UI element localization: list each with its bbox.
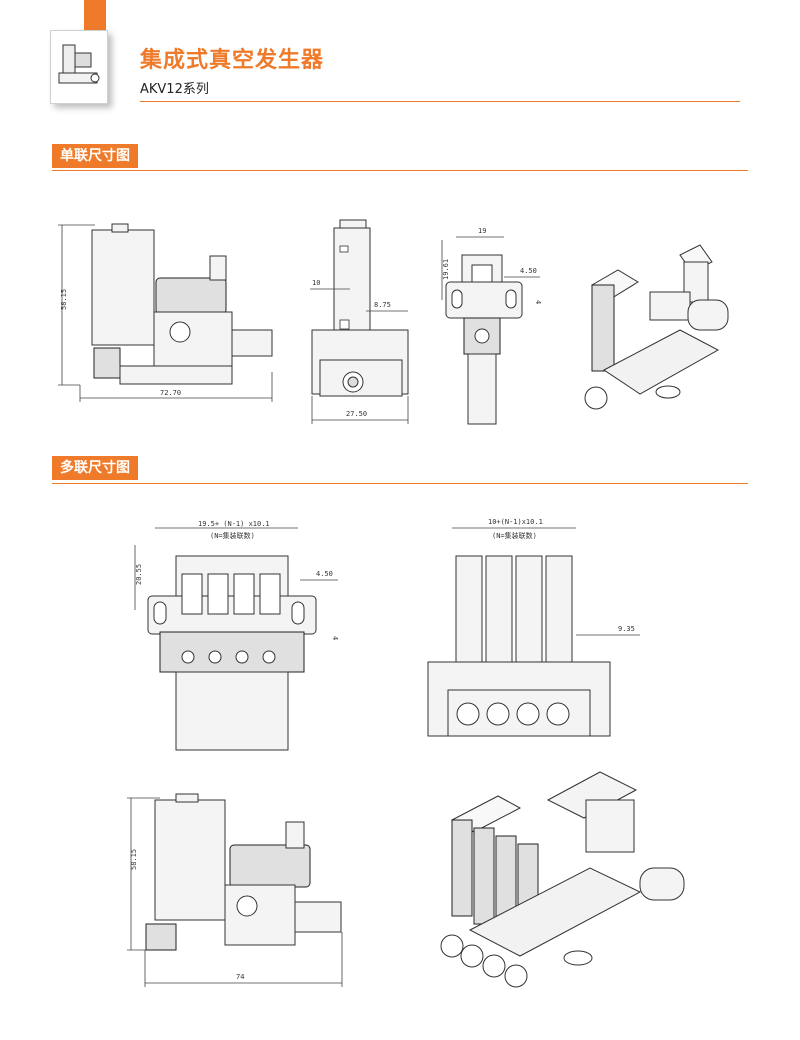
section-label-single: 单联尺寸图 <box>52 144 138 168</box>
dim-single-top-1961: 19.61 <box>442 259 450 280</box>
dim-multi-front-note: (N=集装联数) <box>492 531 537 540</box>
dim-single-top-450: 4.50 <box>520 267 537 275</box>
dim-single-front-10: 10 <box>312 279 320 287</box>
single-top-view: 19 19.61 4.50 4 <box>441 227 542 425</box>
dim-multi-front-formula: 10+(N-1)x10.1 <box>488 518 543 526</box>
single-front-view: 10 8.75 27.50 <box>310 219 409 424</box>
dim-multi-top-4: 4 <box>331 636 339 640</box>
product-thumbnail <box>50 30 108 104</box>
section-divider-multi <box>52 483 748 484</box>
dim-single-front-width: 27.50 <box>346 410 367 418</box>
dim-multi-top-formula: 19.5+ (N-1) x10.1 <box>198 520 270 528</box>
section-label-multi: 多联尺寸图 <box>52 456 138 480</box>
dim-multi-top-450: 4.50 <box>316 570 333 578</box>
dim-single-top-19: 19 <box>478 227 486 235</box>
multi-side-view: 58.15 74 <box>127 793 343 987</box>
single-side-view: 58.15 72.70 <box>58 223 273 402</box>
multi-front-view: 10+(N-1)x10.1 (N=集装联数) 9.35 <box>427 518 640 737</box>
dim-single-top-4: 4 <box>534 300 542 304</box>
header-divider <box>140 101 740 102</box>
header-accent-tab <box>84 0 106 30</box>
dim-multi-top-2055: 20.55 <box>135 564 143 585</box>
dim-multi-front-935: 9.35 <box>618 625 635 633</box>
multi-isometric-view <box>440 771 685 988</box>
dim-multi-side-width: 74 <box>236 973 244 981</box>
single-isometric-view <box>584 244 729 410</box>
dim-single-side-height: 58.15 <box>60 289 68 310</box>
section-divider-single <box>52 170 748 171</box>
dim-multi-side-height: 58.15 <box>130 849 138 870</box>
dim-multi-top-note: (N=集装联数) <box>210 531 255 540</box>
page-subtitle: AKV12系列 <box>140 82 209 97</box>
multi-top-view: 19.5+ (N-1) x10.1 (N=集装联数) 20.55 4.50 4 <box>134 520 339 751</box>
page-title: 集成式真空发生器 <box>140 48 325 73</box>
dim-single-side-width: 72.70 <box>160 389 181 397</box>
dim-single-front-875: 8.75 <box>374 301 391 309</box>
